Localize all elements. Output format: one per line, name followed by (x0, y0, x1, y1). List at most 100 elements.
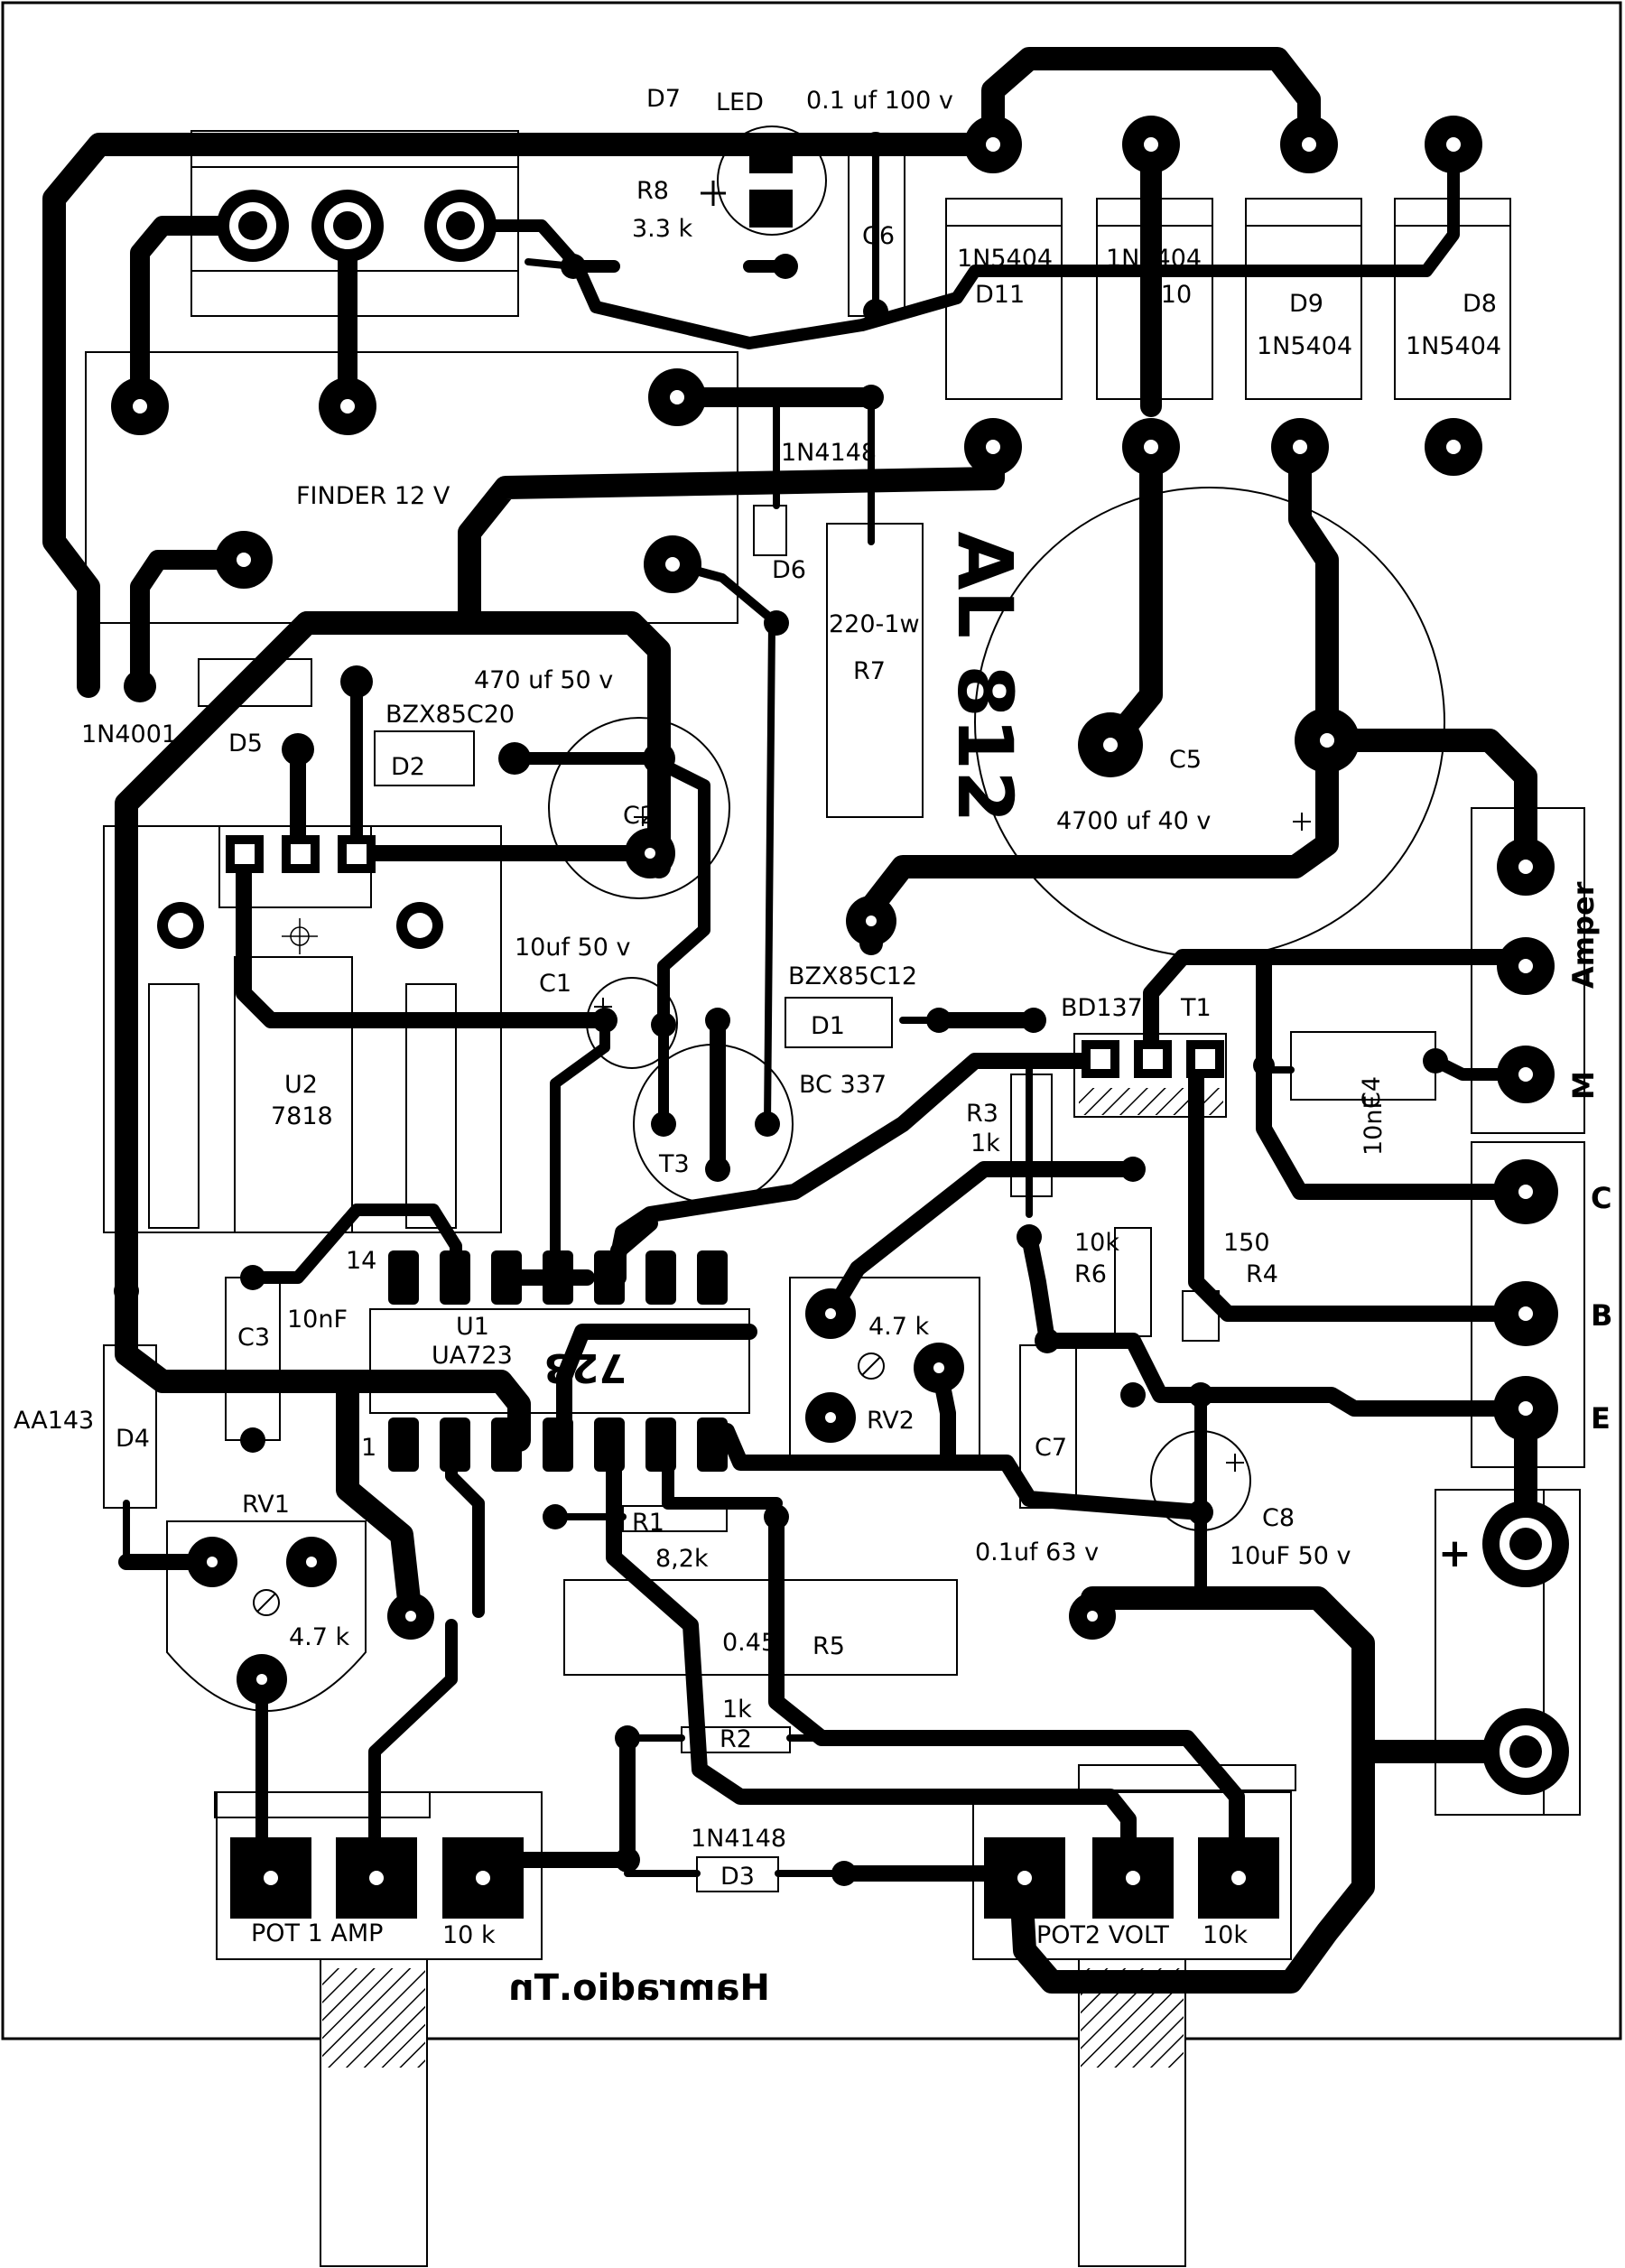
label-e-terminal: E (1591, 1401, 1611, 1436)
label-r2: R2 (720, 1725, 752, 1753)
label-c6-value: 0.1 uf 100 v (806, 87, 953, 115)
pot1-shaft-hatch (322, 1968, 425, 2068)
small-pads (114, 132, 1448, 1886)
label-pin1: 1 (361, 1434, 376, 1462)
label-c4-value: 10nF (1360, 1095, 1388, 1156)
label-u1-value: UA723 (432, 1342, 513, 1370)
label-d5: D5 (228, 730, 263, 758)
label-finder: FINDER 12 V (296, 482, 450, 510)
label-d3: D3 (720, 1863, 755, 1891)
board-outline (1, 1, 1622, 2040)
label-r2-value: 1k (722, 1696, 752, 1724)
label-pot1-value: 10 k (442, 1921, 496, 1949)
label-r7: R7 (853, 657, 886, 685)
label-c6: C6 (862, 222, 895, 250)
pad-holes (133, 137, 1533, 1685)
label-c1: C1 (539, 970, 571, 998)
label-rv2-value: 4.7 k (868, 1313, 930, 1341)
label-n5404-d11: 1N5404 (957, 245, 1053, 273)
label-n5404-d8: 1N5404 (1406, 332, 1501, 360)
label-r8-value: 3.3 k (632, 215, 693, 243)
label-rv1: RV1 (242, 1491, 290, 1519)
pot-pad-holes (264, 1871, 1246, 1885)
label-ic-mark: 723 (543, 1344, 627, 1390)
label-c2: C2 (623, 802, 655, 830)
c8-plus (1226, 1454, 1244, 1472)
label-u1: U1 (456, 1313, 489, 1341)
label-aa143: AA143 (14, 1407, 94, 1435)
label-r5: R5 (812, 1632, 845, 1660)
label-d2: D2 (391, 753, 425, 781)
label-n5404-d10: 1N5404 (1106, 245, 1202, 273)
label-b-terminal: B (1591, 1298, 1612, 1333)
led-pads (749, 135, 793, 228)
label-pot1: POT 1 AMP (251, 1919, 383, 1947)
label-1n4001: 1N4001 (81, 720, 177, 748)
label-bc337: BC 337 (799, 1071, 887, 1099)
label-r6-value: 10k (1074, 1229, 1119, 1257)
label-rv1-value: 4.7 k (289, 1623, 350, 1651)
label-c-terminal: C (1591, 1181, 1611, 1215)
label-d10: D10 (1142, 281, 1192, 309)
label-n5404-d9: 1N5404 (1257, 332, 1352, 360)
label-r3: R3 (966, 1100, 998, 1128)
label-d4: D4 (116, 1425, 150, 1453)
label-amper: Amper (1566, 881, 1601, 989)
ic-pads (388, 1250, 728, 1472)
label-c8-value: 10uF 50 v (1230, 1542, 1351, 1570)
label-c1-value: 10uf 50 v (515, 934, 630, 962)
label-pin14: 14 (346, 1247, 376, 1275)
label-d8: D8 (1462, 290, 1497, 318)
label-r4-value: 150 (1223, 1229, 1270, 1257)
label-d11: D11 (975, 281, 1025, 309)
board-title: AL 812 (941, 531, 1029, 823)
silkscreen-labels: D7 LED 0.1 uf 100 v R8 3.3 k C6 1N5404 D… (14, 85, 1612, 2009)
label-1n4148-bottom: 1N4148 (691, 1825, 786, 1853)
c2-plus (634, 808, 652, 826)
label-c3: C3 (237, 1324, 270, 1352)
label-m: M (1566, 1071, 1601, 1100)
square-pads (226, 835, 1224, 1078)
label-c7-value: 0.1uf 63 v (975, 1538, 1099, 1566)
label-r1-value: 8,2k (655, 1545, 709, 1573)
u2-mount-mark (282, 918, 318, 954)
c1-plus (594, 998, 612, 1016)
c5-plus (1293, 813, 1311, 831)
output-terminals (1482, 1501, 1569, 1795)
label-r8: R8 (636, 177, 669, 205)
label-c2-value: 470 uf 50 v (474, 666, 613, 694)
label-t1: T1 (1180, 994, 1212, 1022)
label-c5-value: 4700 uf 40 v (1056, 807, 1211, 835)
label-r5-value: 0.45 (722, 1629, 776, 1657)
board-signature: Hamradio.Tn (508, 1967, 770, 2009)
label-1n4148-top: 1N4148 (781, 439, 877, 467)
label-t3: T3 (658, 1150, 690, 1178)
r8-plus (701, 181, 726, 206)
label-pot2-value: 10k (1202, 1921, 1248, 1949)
label-c4: C4 (1358, 1076, 1386, 1109)
label-c3-value: 10nF (287, 1306, 348, 1334)
label-r4: R4 (1246, 1260, 1278, 1288)
label-c8: C8 (1262, 1504, 1295, 1532)
label-r7-value: 220-1w (829, 610, 920, 638)
label-bzx12: BZX85C12 (788, 962, 917, 990)
label-bd137: BD137 (1061, 994, 1143, 1022)
label-d9: D9 (1289, 290, 1323, 318)
label-r1: R1 (632, 1509, 664, 1537)
label-u2: U2 (284, 1071, 318, 1099)
label-u2-value: 7818 (271, 1102, 333, 1130)
label-c5: C5 (1169, 746, 1202, 774)
label-pot2: POT2 VOLT (1036, 1921, 1169, 1949)
label-d7: D7 (646, 85, 681, 113)
label-plus-terminal: + (1438, 1530, 1472, 1576)
trimmer-symbols (253, 1352, 885, 1616)
label-bzx20: BZX85C20 (385, 701, 515, 729)
label-rv2: RV2 (867, 1407, 915, 1435)
label-r6: R6 (1074, 1260, 1107, 1288)
label-r3-value: 1k (970, 1129, 1000, 1157)
label-c7: C7 (1035, 1434, 1067, 1462)
label-led: LED (716, 88, 764, 116)
label-d6: D6 (772, 556, 806, 584)
label-d1: D1 (811, 1012, 845, 1040)
